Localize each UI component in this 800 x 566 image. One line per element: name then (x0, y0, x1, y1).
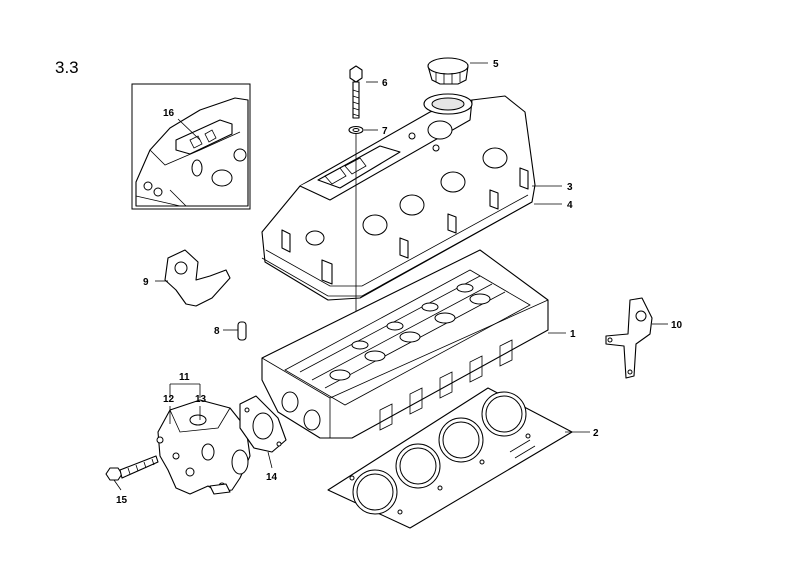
thermostat-housing (156, 399, 251, 495)
oil-filler-cap (427, 57, 469, 85)
head-gasket (327, 387, 573, 529)
callout-6: 6 (382, 78, 388, 89)
callout-4: 4 (567, 200, 573, 211)
housing-gasket-14 (239, 395, 287, 453)
dowel-pin-8 (237, 321, 247, 341)
callout-3: 3 (567, 182, 573, 193)
bolt-15 (105, 455, 159, 481)
callout-13: 13 (195, 394, 207, 405)
callout-15: 15 (116, 495, 128, 506)
cylinder-head (261, 249, 549, 439)
callout-11: 11 (179, 372, 190, 383)
callout-2: 2 (593, 428, 599, 439)
callout-9: 9 (143, 277, 149, 288)
callout-1: 1 (570, 329, 576, 340)
inset-detail-16 (131, 83, 251, 210)
callout-7: 7 (382, 126, 388, 137)
bolt-6 (349, 65, 363, 119)
leader-lines (113, 62, 668, 491)
callout-16: 16 (163, 108, 175, 119)
callout-labels: 1 2 3 4 5 6 7 8 9 10 11 12 13 14 15 16 (116, 59, 683, 506)
callout-14: 14 (266, 472, 278, 483)
callout-12: 12 (163, 394, 175, 405)
bracket-9 (164, 249, 231, 307)
callout-8: 8 (214, 326, 220, 337)
washer-7 (348, 125, 364, 135)
callout-5: 5 (493, 59, 499, 70)
callout-10: 10 (671, 320, 683, 331)
section-number: 3.3 (55, 58, 79, 77)
valve-cover (261, 93, 536, 301)
bracket-10 (605, 297, 653, 379)
